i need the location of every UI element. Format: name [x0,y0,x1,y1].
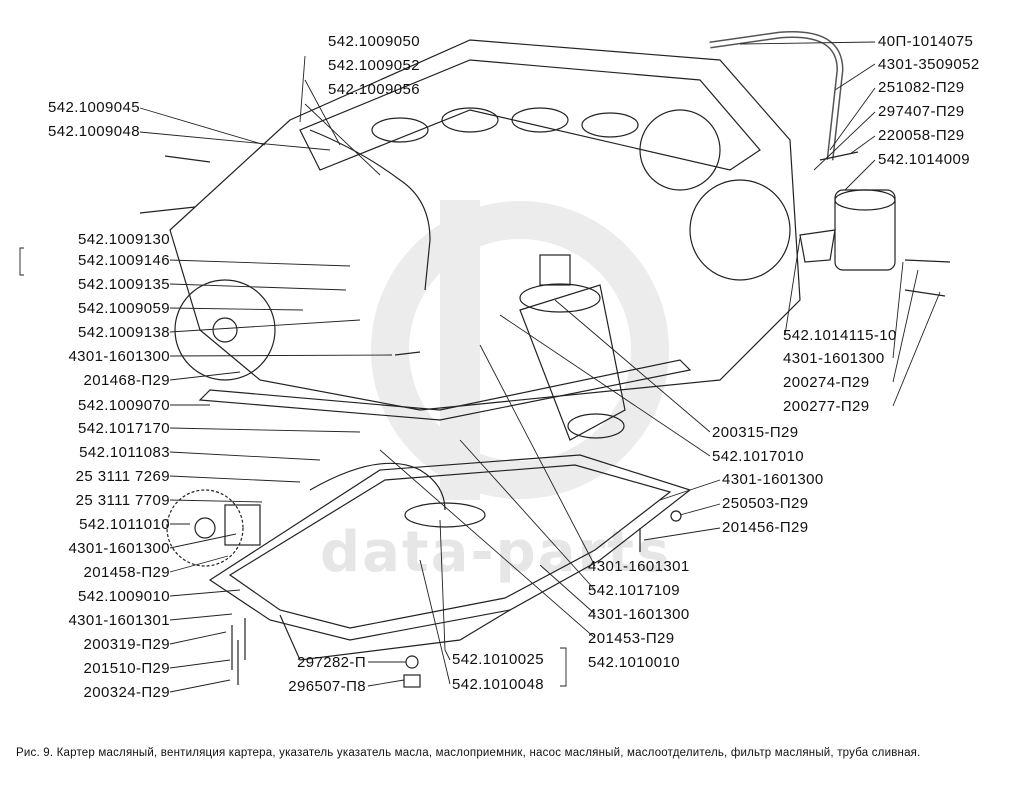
label-part-201468-p29: 201468-П29 [83,372,170,389]
cylinder-deck [299,59,761,171]
label-part-542-1009135: 542.1009135 [78,276,170,293]
label-part-201510-p29: 201510-П29 [83,660,170,677]
label-part-296507-p8: 296507-П8 [288,678,366,695]
label-part-542-1009050: 542.1009050 [328,33,420,50]
label-part-542-1017010: 542.1017010 [712,448,804,465]
label-part-297282-p: 297282-П [296,654,366,671]
label-part-542-1017170: 542.1017170 [78,420,170,437]
label-part-4301-1601300-b: 4301-1601300 [68,540,170,557]
label-part-201456-p29: 201456-П29 [722,519,809,536]
label-part-542-1009059: 542.1009059 [78,300,170,317]
oil-pickup [309,462,446,511]
label-part-200277-p29: 200277-П29 [783,398,870,415]
label-part-4301-1601301-b: 4301-1601301 [588,558,690,575]
dipstick [309,129,431,291]
oil-filter [519,284,626,441]
label-part-542-1009045: 542.1009045 [48,99,140,116]
label-part-4301-1601300-e: 4301-1601300 [588,606,690,623]
label-part-542-1009070: 542.1009070 [78,397,170,414]
label-part-542-1014009: 542.1014009 [878,151,970,168]
label-part-297407-p29: 297407-П29 [878,103,965,120]
label-part-40p-1014075: 40П-1014075 [878,33,974,50]
label-part-542-1014115-10: 542.1014115-10 [783,327,897,344]
label-part-200274-p29: 200274-П29 [783,374,870,391]
label-part-4301-1601300-a: 4301-1601300 [68,348,170,365]
label-part-4301-1601300-c: 4301-1601300 [783,350,885,367]
label-part-542-1011010: 542.1011010 [79,516,170,533]
figure-caption: Рис. 9. Картер масляный, вентиляция карт… [16,747,921,759]
label-part-25-3111-7269: 25 3111 7269 [75,468,170,485]
label-part-542-1017109: 542.1017109 [588,582,680,599]
breather-pipe [709,30,844,161]
label-part-220058-p29: 220058-П29 [878,127,965,144]
label-part-200315-p29: 200315-П29 [712,424,799,441]
label-part-542-1009146: 542.1009146 [78,252,170,269]
label-part-250503-p29: 250503-П29 [722,495,809,512]
block-flange [198,359,692,421]
oil-pan [208,454,692,641]
label-part-542-1009052: 542.1009052 [328,57,420,74]
label-part-201458-p29: 201458-П29 [83,564,170,581]
label-part-542-1010010: 542.1010010 [588,654,680,671]
label-part-542-1010048: 542.1010048 [452,676,544,693]
label-part-542-1009048: 542.1009048 [48,123,140,140]
oil-separator [834,189,896,271]
label-part-542-1010025: 542.1010025 [452,651,544,668]
label-part-200319-p29: 200319-П29 [83,636,170,653]
label-part-542-1009056: 542.1009056 [328,81,420,98]
watermark-text: data-parts [320,520,672,585]
label-part-201453-p29: 201453-П29 [588,630,675,647]
label-part-200324-p29: 200324-П29 [83,684,170,701]
label-part-251082-p29: 251082-П29 [878,79,965,96]
label-part-25-3111-7709: 25 3111 7709 [75,492,170,509]
label-part-4301-3509052: 4301-3509052 [878,56,980,73]
label-part-542-1009010: 542.1009010 [78,588,170,605]
label-part-4301-1601301-a: 4301-1601301 [68,612,170,629]
flywheel [174,279,276,381]
label-part-542-1009138: 542.1009138 [78,324,170,341]
label-part-542-1009130: 542.1009130 [78,231,170,248]
oil-pump-gear [166,489,244,567]
engine-block [169,39,801,411]
label-part-542-1011083: 542.1011083 [79,444,170,461]
label-part-4301-1601300-d: 4301-1601300 [722,471,824,488]
